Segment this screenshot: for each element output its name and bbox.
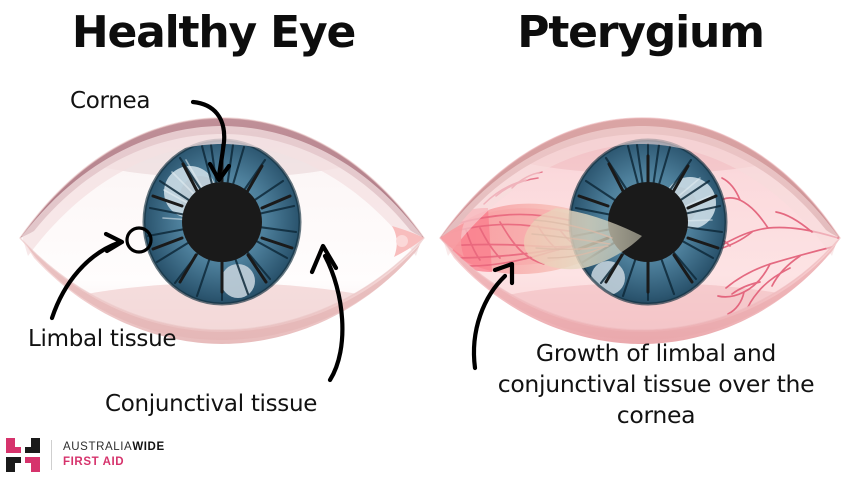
panel-pterygium: Pterygium [427,0,854,480]
label-growth-description: Growth of limbal and conjunctival tissue… [497,339,815,430]
logo-text-australia: AUSTRALIA [63,441,133,453]
logo-australia-wide-first-aid: AUSTRALIAWIDE FIRST AID [6,435,165,475]
panel-title-healthy-eye: Healthy Eye [71,7,356,58]
logo-text-first-aid: FIRST AID [63,455,125,468]
logo-text-wide: WIDE [132,441,165,453]
panel-healthy-eye: Healthy Eye Cornea Limbal tissue Conjunc… [28,7,356,417]
logo-divider [51,440,52,470]
logo-wordmark: AUSTRALIAWIDE FIRST AID [63,441,165,468]
logo-cross-mark [6,438,40,472]
label-limbal-tissue: Limbal tissue [28,326,177,352]
label-cornea: Cornea [70,88,151,114]
logo-line-australia-wide: AUSTRALIAWIDE [63,441,165,454]
label-conjunctival-tissue: Conjunctival tissue [105,391,318,417]
logo-cross-icon [6,438,40,472]
panel-title-pterygium: Pterygium [517,7,765,58]
